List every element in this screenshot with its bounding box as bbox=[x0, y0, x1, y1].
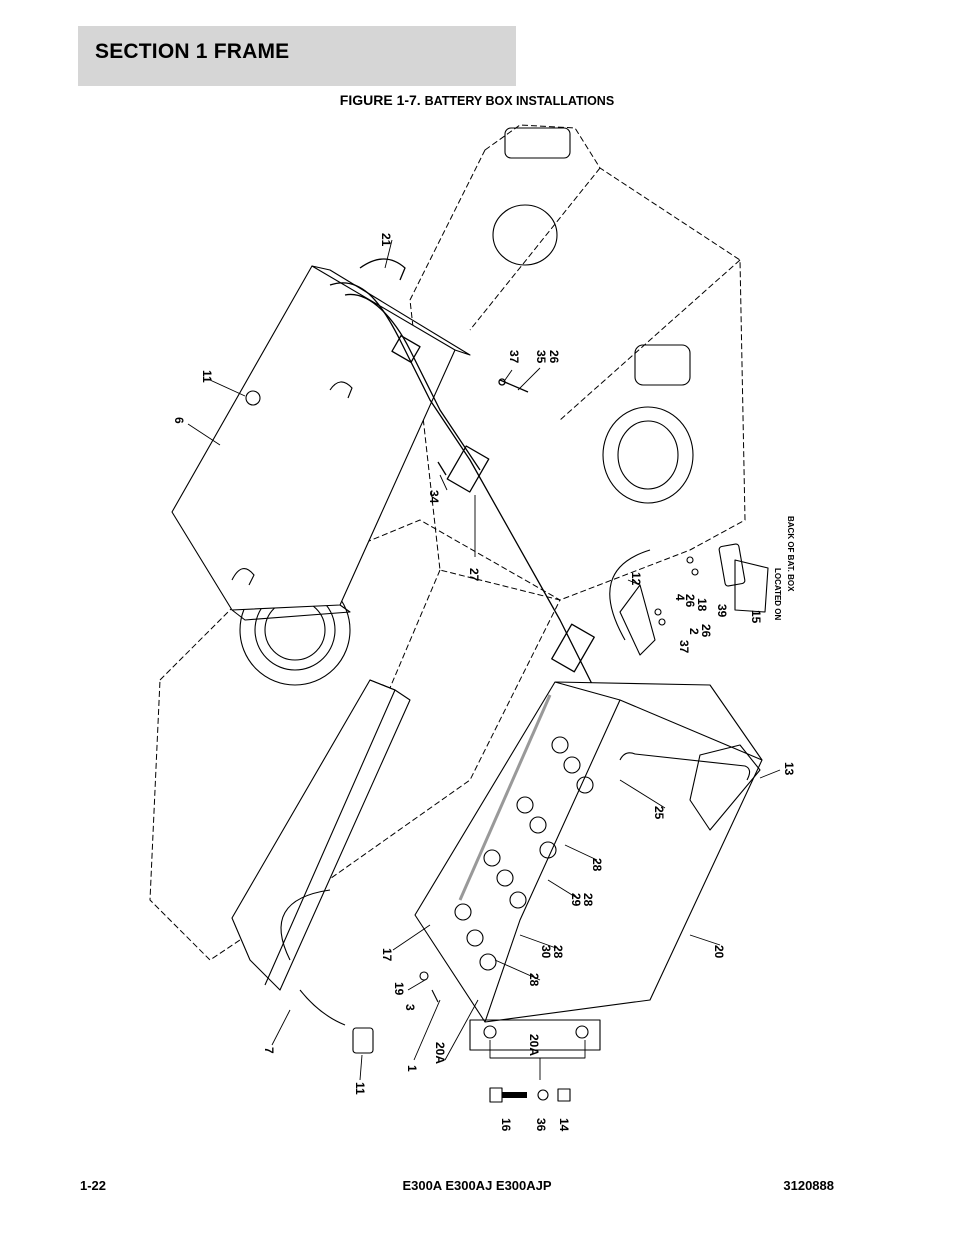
battery-cable-harness bbox=[329, 258, 601, 701]
battery-terminals bbox=[454, 736, 594, 971]
callout-20: 20 bbox=[712, 945, 726, 959]
callout-39: 39 bbox=[715, 604, 729, 618]
callout-26-upper: 26 bbox=[547, 350, 561, 364]
callout-3: 3 bbox=[403, 1004, 417, 1011]
callout-35: 35 bbox=[534, 350, 548, 364]
callout-14: 14 bbox=[557, 1118, 571, 1132]
callout-36: 36 bbox=[534, 1118, 548, 1132]
hardware-parts bbox=[352, 543, 769, 1103]
callout-28-a: 28 bbox=[590, 858, 604, 872]
callout-29: 29 bbox=[569, 893, 583, 907]
callout-37-upper: 37 bbox=[507, 350, 521, 364]
note-back-of-bat-box: BACK OF BAT. BOX bbox=[786, 516, 795, 592]
figure-caption: BATTERY BOX INSTALLATIONS bbox=[424, 94, 615, 108]
callout-1: 1 bbox=[405, 1065, 419, 1072]
section-header-band bbox=[78, 26, 516, 86]
callout-34: 34 bbox=[427, 490, 441, 504]
callout-15: 15 bbox=[749, 610, 763, 624]
callout-2: 2 bbox=[687, 628, 701, 635]
callout-30: 30 bbox=[539, 945, 553, 959]
callout-7: 7 bbox=[262, 1047, 276, 1054]
callout-19: 19 bbox=[392, 982, 406, 996]
figure-title: FIGURE 1-7. BATTERY BOX INSTALLATIONS bbox=[0, 92, 954, 108]
upper-battery-box bbox=[171, 265, 471, 621]
callout-26-lower: 26 bbox=[699, 624, 713, 638]
note-located-on: LOCATED ON bbox=[773, 568, 782, 621]
callout-6: 6 bbox=[172, 417, 186, 424]
callout-18: 18 bbox=[695, 598, 709, 612]
callout-4: 4 bbox=[673, 594, 687, 601]
hinged-lid bbox=[231, 679, 411, 1026]
document-number: 3120888 bbox=[783, 1178, 834, 1193]
callout-11-lower: 11 bbox=[353, 1082, 367, 1095]
callout-21: 21 bbox=[379, 233, 393, 247]
model-names: E300A E300AJ E300AJP bbox=[402, 1178, 552, 1193]
callout-28-d: 28 bbox=[527, 973, 541, 987]
callout-12: 12 bbox=[629, 572, 643, 586]
section-title: SECTION 1 FRAME bbox=[95, 40, 290, 63]
leader-lines bbox=[187, 239, 781, 1081]
callout-20a-left: 20A bbox=[433, 1042, 447, 1064]
callout-25: 25 bbox=[652, 806, 666, 820]
callout-26-mid: 26 bbox=[683, 594, 697, 608]
callout-17: 17 bbox=[380, 948, 394, 962]
callout-13: 13 bbox=[782, 762, 796, 776]
callout-28-c: 28 bbox=[551, 945, 565, 959]
figure-label: FIGURE 1-7. bbox=[339, 92, 421, 108]
lower-battery-box bbox=[414, 681, 763, 1051]
callout-28-b: 28 bbox=[581, 893, 595, 907]
callout-37-lower: 37 bbox=[677, 640, 691, 654]
callout-16: 16 bbox=[499, 1118, 513, 1132]
callout-20a-right: 20A bbox=[527, 1034, 541, 1056]
callout-27: 27 bbox=[467, 568, 481, 582]
callout-11-upper: 11 bbox=[200, 370, 214, 383]
page-number: 1-22 bbox=[80, 1178, 107, 1193]
callout-labels: 21 11 6 37 35 26 34 27 12 4 26 18 39 15 … bbox=[172, 233, 796, 1132]
